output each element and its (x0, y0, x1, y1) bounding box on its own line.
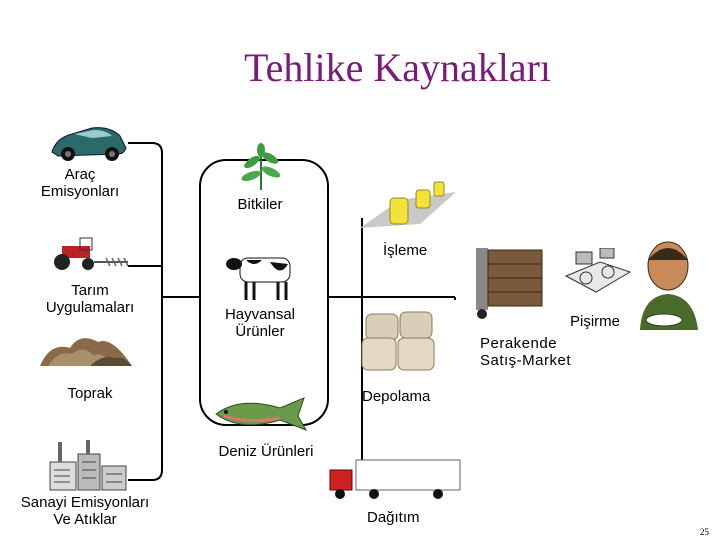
fish-icon (210, 394, 310, 439)
food-label-bitkiler: Bitkiler (237, 196, 283, 213)
factory-icon (46, 440, 130, 497)
tractor-icon (46, 236, 130, 277)
page-number: 25 (700, 527, 709, 537)
source-label-tarim: Tarım Uygulamaları (45, 282, 135, 316)
step-label-dagitim: Dağıtım (367, 509, 420, 526)
page-title: Tehlike Kaynakları (243, 45, 552, 90)
food-label-hayvansal: Hayvansal Ürünler (224, 306, 296, 340)
source-label-sanayi: Sanayi Emisyonları Ve Atıklar (20, 494, 150, 528)
shelves-icon (474, 246, 544, 325)
source-label-toprak: Toprak (67, 385, 113, 402)
cow-icon (226, 248, 302, 307)
stove-icon (560, 247, 632, 307)
source-label-arac: Araç Emisyonları (40, 166, 120, 200)
foods-box (199, 159, 329, 426)
sources-bracket (128, 142, 163, 481)
step-label-perakende: Perakende Satış-Market (480, 335, 572, 369)
step-label-isleme: İşleme (383, 242, 428, 259)
food-label-deniz: Deniz Ürünleri (218, 443, 314, 460)
soil-icon (40, 328, 132, 373)
person-eating-icon (634, 240, 702, 337)
step-label-depolama: Depolama (362, 388, 431, 405)
truck-icon (326, 458, 464, 507)
car-icon (48, 122, 128, 169)
plant-icon (236, 142, 286, 197)
sacks-icon (360, 308, 440, 379)
step-label-pisirme: Pişirme (570, 313, 621, 330)
jars-icon (360, 178, 456, 239)
